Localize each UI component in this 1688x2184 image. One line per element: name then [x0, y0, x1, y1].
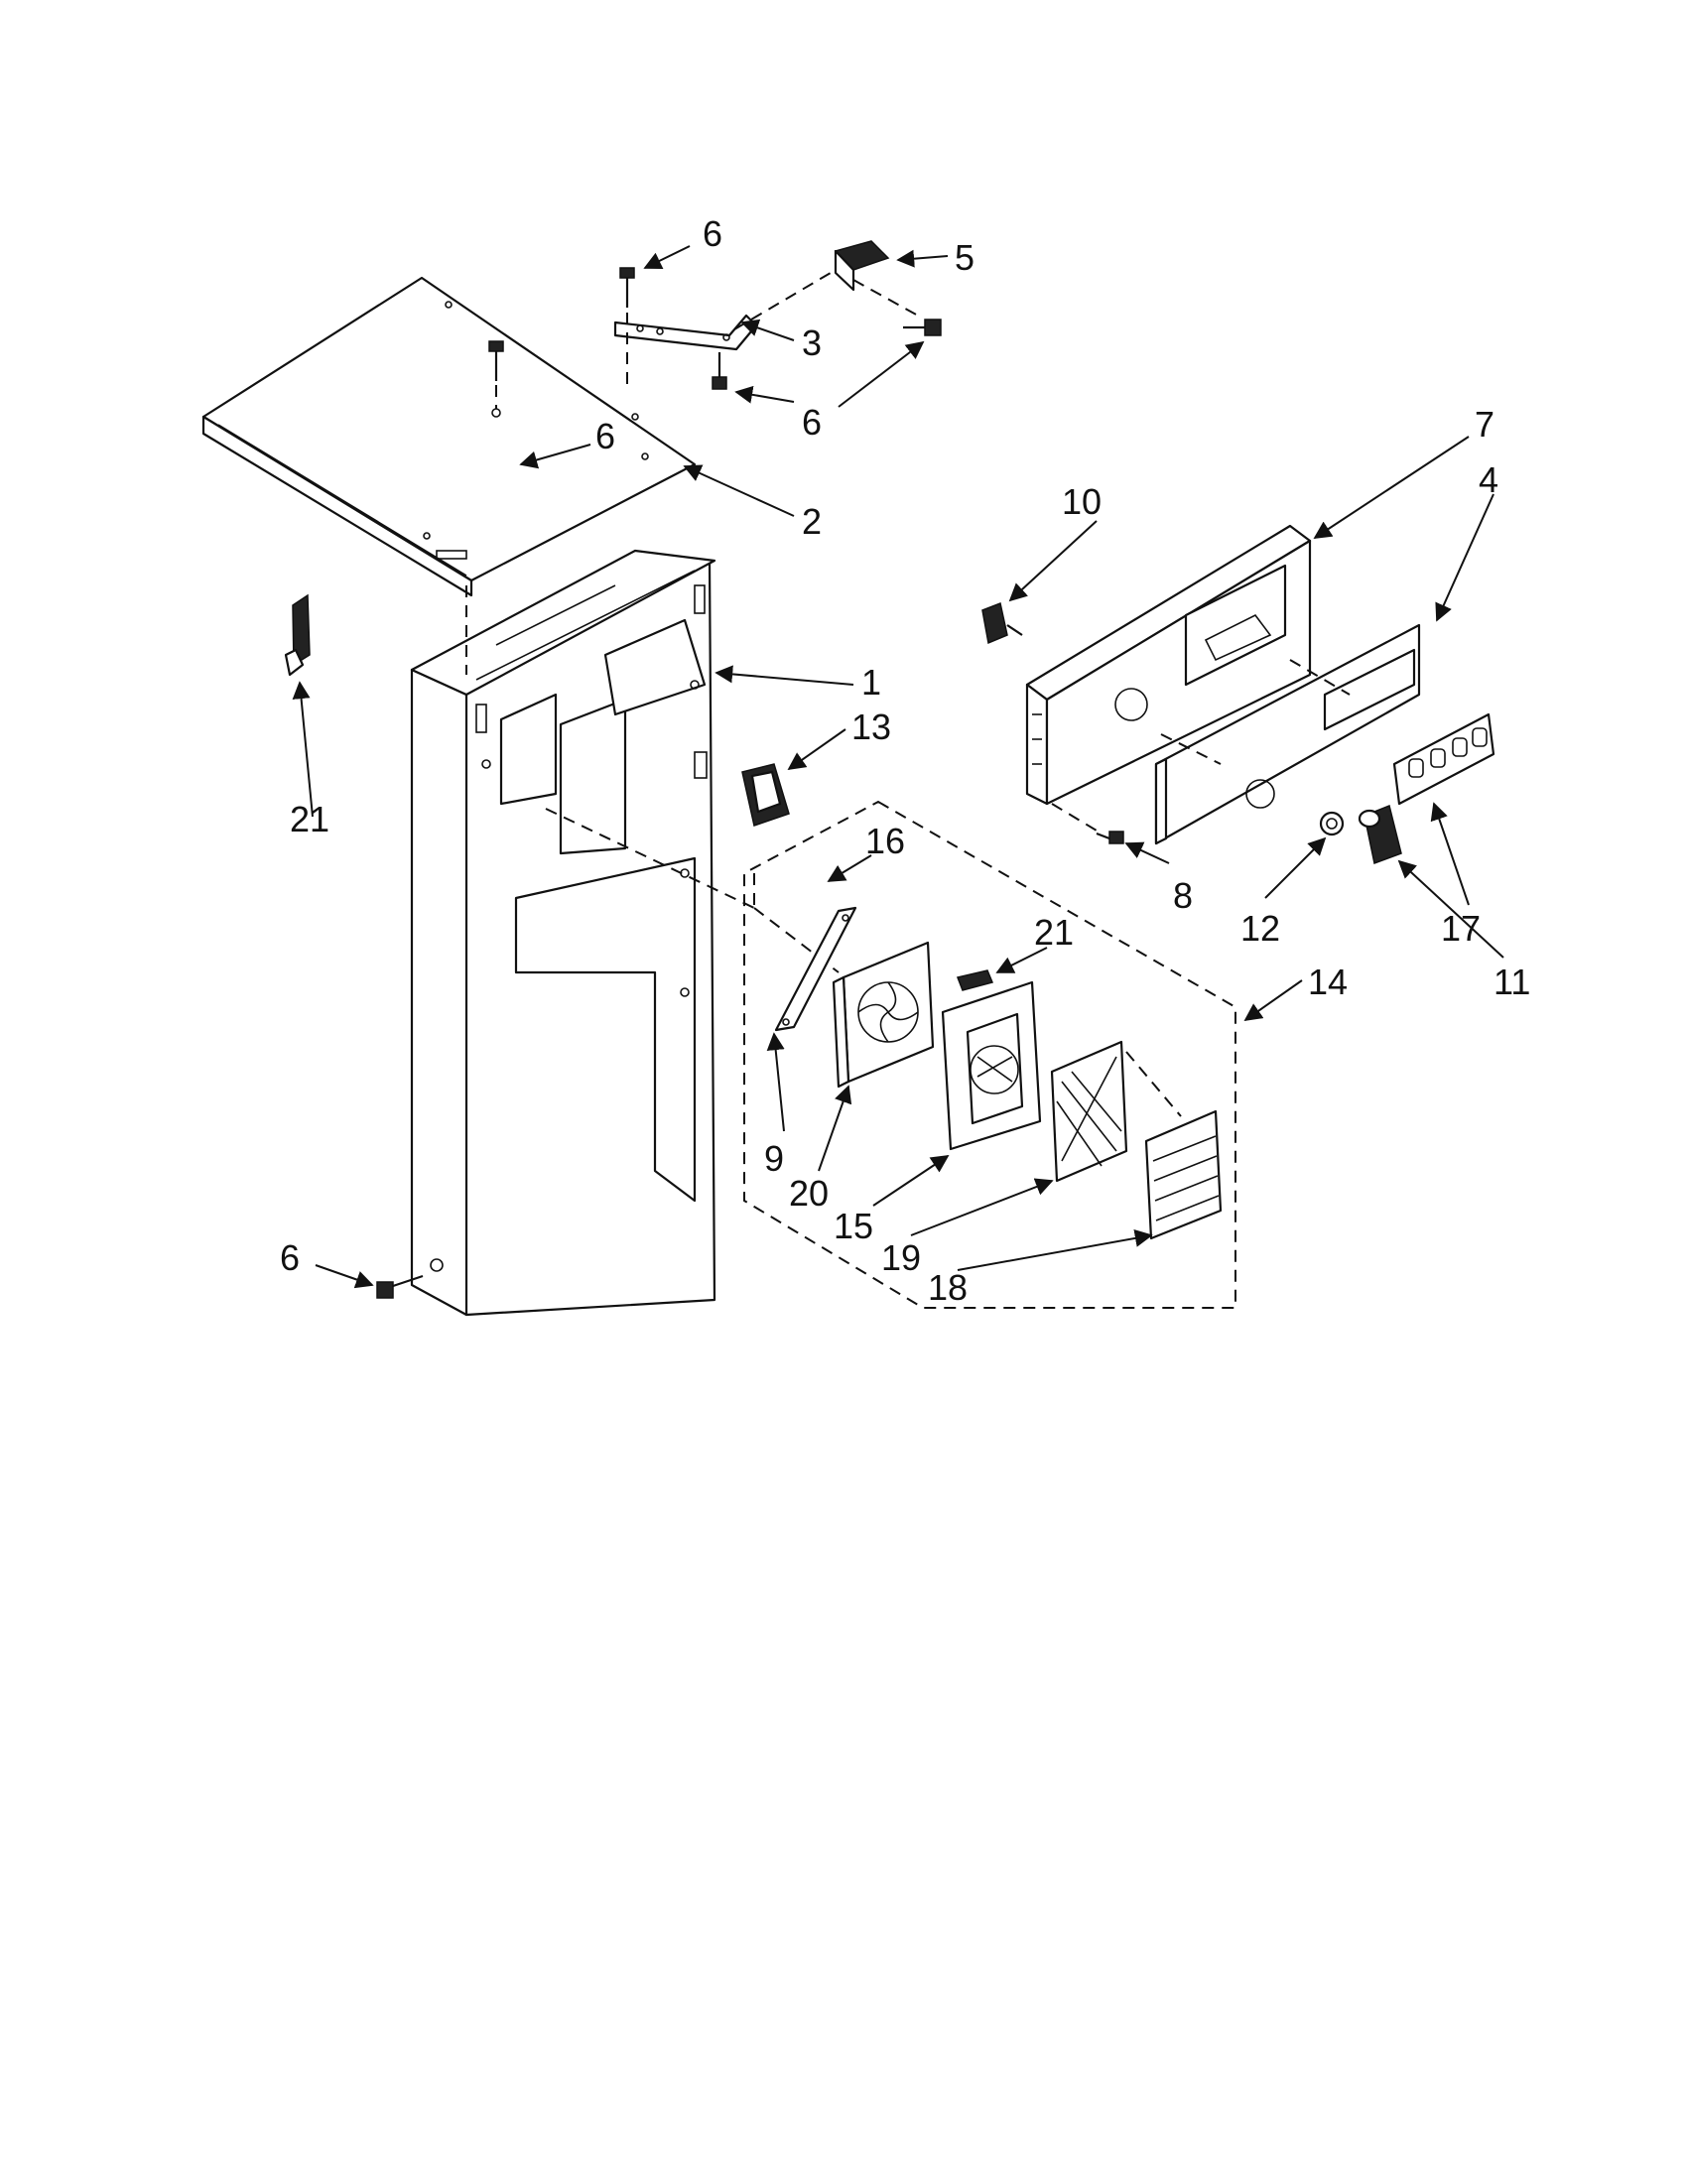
callout-18: 18: [928, 1267, 968, 1308]
callout-20: 20: [789, 1173, 829, 1214]
rocker-switch: [741, 763, 790, 827]
callout-16: 16: [865, 821, 905, 861]
screw-cover: [488, 340, 504, 418]
callout-labels: 6 5 3 6 6 2 1 13 21 10 7 4 17 11 12 8 16…: [280, 213, 1530, 1308]
callout-10: 10: [1062, 481, 1102, 522]
screw-bottom: [376, 1274, 424, 1299]
callout-6-bracket: 6: [802, 402, 822, 443]
callout-4: 4: [1479, 459, 1498, 500]
callout-13: 13: [851, 707, 891, 747]
hinge-block: [733, 240, 919, 330]
callout-12: 12: [1240, 908, 1280, 949]
callout-9: 9: [764, 1138, 784, 1179]
callout-2: 2: [802, 501, 822, 542]
screw-top: [619, 267, 635, 387]
callout-1: 1: [861, 662, 881, 703]
control-panel-assembly: [1025, 524, 1312, 835]
fan-shroud: [941, 980, 1042, 1151]
callout-14: 14: [1308, 962, 1348, 1002]
callout-6-bottom: 6: [280, 1237, 300, 1278]
main-housing: [410, 549, 716, 1317]
button-pad: [1392, 712, 1495, 806]
callout-17: 17: [1441, 908, 1481, 949]
connector-plug: [981, 601, 1023, 645]
callout-8: 8: [1173, 875, 1193, 916]
screw-bracket: [712, 352, 727, 390]
faceplate: [1154, 623, 1421, 845]
leader-lines: [292, 245, 1504, 1289]
callout-19: 19: [881, 1237, 921, 1278]
knob-and-seal: [1319, 804, 1402, 865]
screws: [376, 267, 942, 1299]
fan-motor: [832, 941, 935, 1089]
callout-21-left: 21: [290, 799, 329, 839]
callout-7: 7: [1475, 404, 1494, 445]
callout-15: 15: [834, 1206, 873, 1246]
callout-6-cover: 6: [595, 416, 615, 456]
retainer-clip-fan: [956, 969, 994, 991]
callout-6-top: 6: [703, 213, 722, 254]
louvered-grille: [1125, 1051, 1223, 1240]
air-filter: [1050, 1040, 1128, 1183]
callout-3: 3: [802, 322, 822, 363]
retainer-clip-left: [284, 593, 311, 677]
fan-bracket: [774, 906, 857, 1032]
screw-side: [903, 319, 942, 336]
mounting-bracket: [613, 314, 758, 351]
callout-21-fan: 21: [1034, 912, 1074, 953]
panel-screw: [1096, 831, 1124, 844]
callout-5: 5: [955, 237, 974, 278]
callout-11: 11: [1493, 962, 1530, 1002]
top-cover-panel: [201, 276, 697, 597]
